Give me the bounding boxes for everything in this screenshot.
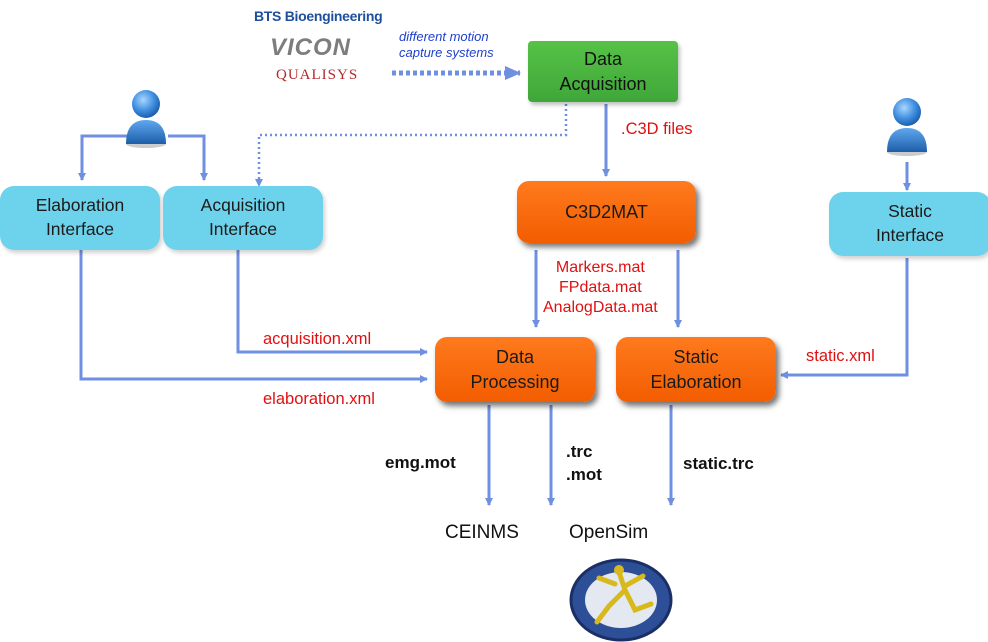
mat-files-label: Markers.mat FPdata.mat AnalogData.mat — [543, 259, 658, 316]
static-trc-label: static.trc — [683, 454, 754, 473]
ceinms-output: CEINMS — [445, 522, 519, 543]
vicon-logo: VICON — [270, 34, 351, 62]
qualisys-logo-text: QUALISYS — [276, 67, 359, 83]
data-processing-node: Data Processing — [435, 337, 595, 402]
elaboration-interface-label: Elaboration Interface — [35, 195, 125, 239]
elaboration-interface-node: Elaboration Interface — [0, 186, 160, 250]
c3d2mat-label: C3D2MAT — [565, 201, 648, 222]
static-interface-label: Static Interface — [875, 201, 945, 245]
acquisition-interface-node: Acquisition Interface — [163, 186, 323, 250]
arrow-user-to-elaboration — [78, 134, 127, 181]
arrow-user-to-acquisition — [168, 134, 208, 181]
data-acquisition-node: Data Acquisition — [528, 41, 678, 102]
emg-mot-label: emg.mot — [385, 453, 456, 472]
data-processing-label: Data Processing — [470, 347, 560, 392]
opensim-logo-icon — [569, 558, 673, 642]
qualisys-logo: QUALISYS — [276, 67, 358, 84]
bts-logo-text: BTS Bioengineering — [254, 8, 383, 24]
opensim-output: OpenSim — [569, 522, 649, 543]
arrow-acquisition-to-acqinterface — [255, 104, 568, 187]
acquisition-interface-label: Acquisition Interface — [200, 195, 286, 239]
arrow-acqinterface-to-processing — [236, 250, 428, 356]
user-icon — [887, 98, 927, 156]
vicon-logo-text: VICON — [270, 34, 352, 61]
acquisition-xml-label: acquisition.xml — [263, 330, 372, 348]
arrow-staticinterface-to-static-elab — [780, 258, 909, 379]
static-interface-node: Static Interface — [829, 192, 988, 256]
c3d2mat-node: C3D2MAT — [517, 181, 696, 243]
elaboration-xml-label: elaboration.xml — [263, 390, 375, 408]
user-icon — [126, 90, 166, 148]
static-elaboration-node: Static Elaboration — [616, 337, 776, 402]
bts-logo: BTS Bioengineering — [254, 8, 383, 24]
arrow-elabinterface-to-processing — [79, 250, 428, 383]
trc-mot-label: .trc .mot — [566, 442, 602, 484]
static-xml-label: static.xml — [806, 347, 875, 365]
static-elaboration-label: Static Elaboration — [650, 347, 742, 392]
mocap-note: different motion capture systems — [399, 29, 494, 61]
data-acquisition-label: Data Acquisition — [559, 49, 647, 94]
c3d-files-label: .C3D files — [621, 120, 693, 138]
